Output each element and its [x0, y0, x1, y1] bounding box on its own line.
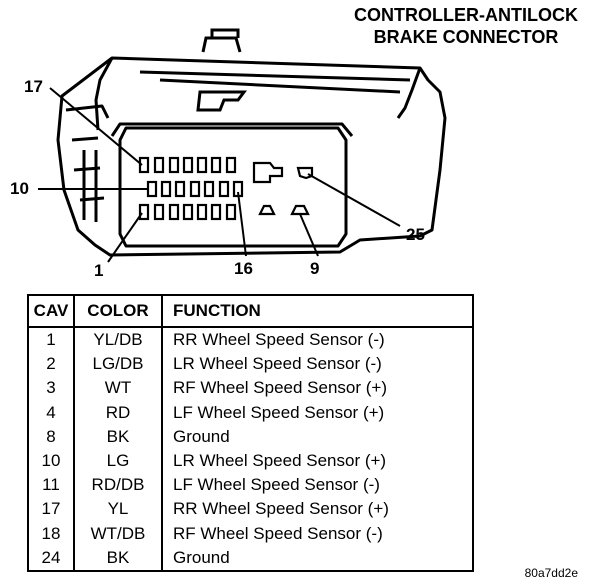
leader-1 [107, 212, 143, 263]
leader-9 [299, 213, 319, 257]
table-row: 11 RD/DB LF Wheel Speed Sensor (-) [28, 473, 473, 498]
pinout-table: CAV COLOR FUNCTION 1 YL/DB RR Wheel Spee… [27, 294, 474, 572]
cell-function: RR Wheel Speed Sensor (-) [173, 330, 385, 350]
connector-key [196, 90, 247, 112]
cell-color: RD [74, 400, 163, 425]
table-row: 1 YL/DB RR Wheel Speed Sensor (-) [28, 327, 473, 353]
cell-color: YL/DB [74, 327, 163, 353]
table-row: 24 BK Ground [28, 545, 473, 571]
leader-17 [49, 87, 143, 166]
cavity-9 [290, 204, 310, 216]
diagram-title: CONTROLLER-ANTILOCK BRAKE CONNECTOR [354, 4, 578, 48]
cell-function: RR Wheel Speed Sensor (+) [173, 499, 389, 519]
callout-10: 10 [10, 179, 29, 198]
table-row: 2 LG/DB LR Wheel Speed Sensor (-) [28, 352, 473, 377]
cell-color: LG/DB [74, 352, 163, 377]
callout-25: 25 [406, 225, 425, 244]
cell-color: WT/DB [74, 521, 163, 546]
cavity-row-bottom [138, 203, 237, 221]
callout-leaders [38, 87, 401, 263]
header-function: FUNCTION [162, 295, 473, 328]
callout-1: 1 [94, 261, 103, 280]
cell-cav: 11 [28, 473, 75, 498]
cell-cav: 3 [28, 376, 75, 401]
cell-color: BK [74, 424, 163, 449]
cell-cav: 4 [28, 400, 75, 425]
cell-cav: 17 [28, 497, 75, 522]
cavity-grid [138, 156, 314, 221]
cell-function: LR Wheel Speed Sensor (+) [173, 451, 387, 471]
cell-function: LF Wheel Speed Sensor (-) [173, 475, 380, 495]
title-line-1: CONTROLLER-ANTILOCK [354, 5, 578, 25]
table-row: 4 RD LF Wheel Speed Sensor (+) [28, 400, 473, 425]
cell-function: LF Wheel Speed Sensor (+) [173, 402, 385, 422]
cell-function: Ground [173, 547, 230, 567]
leader-16 [237, 191, 247, 257]
callout-16: 16 [234, 259, 253, 278]
cell-function: Ground [173, 426, 230, 446]
connector-locking-tab [201, 28, 242, 53]
cavity-row-top [138, 156, 237, 174]
cell-cav: 18 [28, 521, 75, 546]
table-row: 10 LG LR Wheel Speed Sensor (+) [28, 448, 473, 474]
cell-cav: 2 [28, 352, 75, 377]
connector-face [110, 122, 354, 248]
table-row: 18 WT/DB RF Wheel Speed Sensor (-) [28, 521, 473, 546]
table-row: 8 BK Ground [28, 424, 473, 449]
cavity-small-left [258, 204, 276, 216]
table-row: 17 YL RR Wheel Speed Sensor (+) [28, 497, 473, 522]
cell-cav: 1 [28, 327, 75, 353]
cell-color: WT [74, 376, 163, 401]
large-cavity [252, 161, 284, 184]
cavity-row-middle [146, 180, 244, 198]
cell-cav: 24 [28, 545, 75, 571]
cell-function: LR Wheel Speed Sensor (-) [173, 354, 382, 374]
cell-cav: 8 [28, 424, 75, 449]
cell-color: BK [74, 545, 163, 571]
figure-code: 80a7dd2e [524, 566, 578, 580]
cell-function: RF Wheel Speed Sensor (-) [173, 523, 383, 543]
cell-color: YL [74, 497, 163, 522]
cell-cav: 10 [28, 448, 75, 474]
cell-function: RF Wheel Speed Sensor (+) [173, 378, 388, 398]
header-cav: CAV [28, 295, 75, 328]
connector-housing [56, 56, 447, 257]
header-color: COLOR [74, 295, 163, 328]
cell-color: LG [74, 448, 163, 474]
callout-17: 17 [24, 77, 43, 96]
cell-color: RD/DB [74, 473, 163, 498]
leader-25 [307, 173, 401, 227]
callout-9: 9 [310, 259, 319, 278]
table-row: 3 WT RF Wheel Speed Sensor (+) [28, 376, 473, 401]
cavity-25 [296, 166, 314, 180]
table-header-row: CAV COLOR FUNCTION [28, 295, 473, 328]
connector-illustration: 17 10 1 16 9 25 [10, 28, 447, 280]
title-line-2: BRAKE CONNECTOR [373, 27, 559, 47]
